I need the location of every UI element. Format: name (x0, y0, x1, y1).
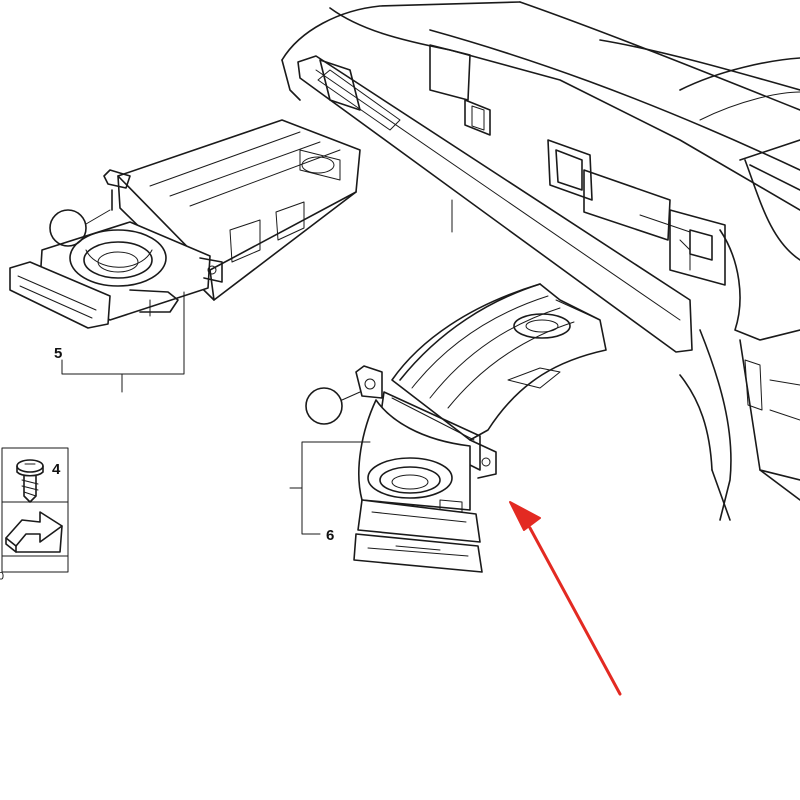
cup-holder-part-5 (9, 119, 361, 393)
screw-icon (16, 459, 44, 503)
cup-holder-part-6 (289, 283, 607, 573)
callout-circle-part-6 (305, 387, 343, 425)
callout-label-6: 6 (326, 527, 334, 544)
callout-label-5: 5 (54, 345, 62, 362)
dashboard-assembly (281, 1, 800, 521)
screw-legend-box (1, 447, 69, 573)
callout-label-4: 4 (52, 461, 61, 478)
clip-hint-arrow-icon (5, 511, 63, 553)
diagram-reference-code: 00230242 (0, 569, 4, 581)
red-indicator-arrow (509, 501, 622, 696)
callout-circle-part-5 (49, 209, 87, 247)
